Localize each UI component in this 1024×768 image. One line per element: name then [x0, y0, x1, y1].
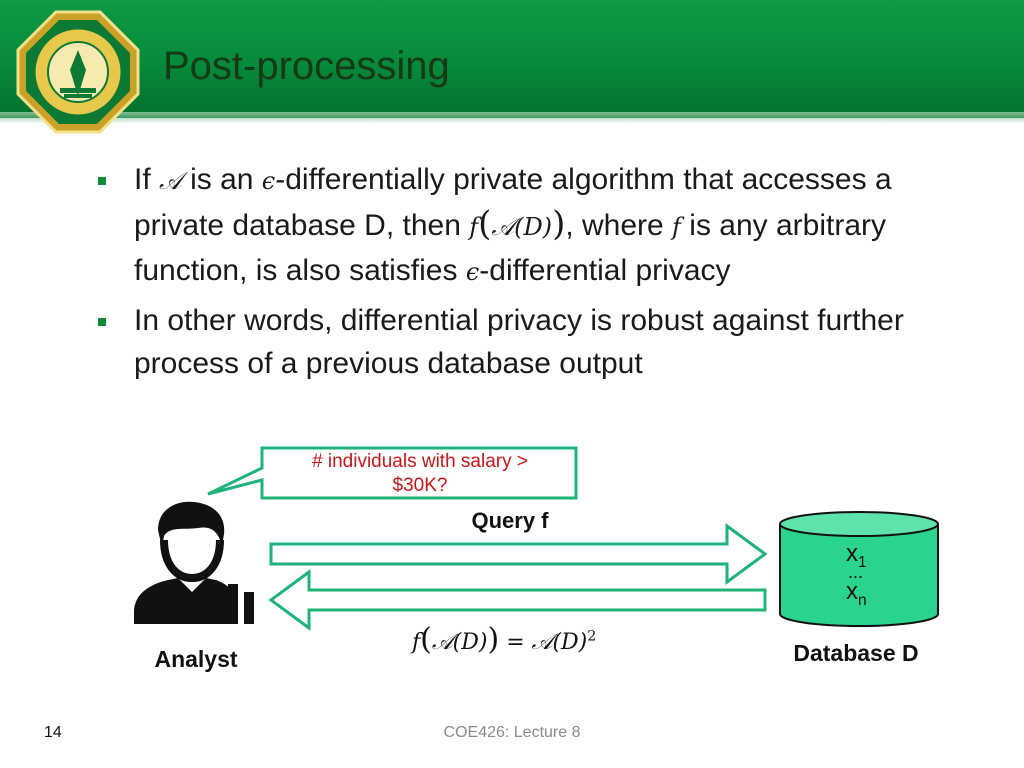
- record-index: n: [858, 591, 867, 609]
- math-algorithm-symbol: 𝒜: [159, 167, 182, 195]
- math-epsilon-symbol: ϵ: [465, 258, 480, 286]
- database-label: Database D: [793, 640, 919, 666]
- query-arrow-right: [269, 523, 768, 585]
- analyst-label: Analyst: [154, 646, 238, 672]
- header-bar: [0, 0, 1024, 118]
- formula-paren: ): [487, 622, 500, 657]
- bullet-text: , where: [565, 209, 673, 242]
- math-function-symbol: f: [469, 213, 479, 241]
- database-last-record: xn: [846, 578, 867, 610]
- callout-line: $30K?: [392, 475, 448, 496]
- database-first-record: x1: [846, 540, 867, 572]
- formula-inner: 𝒜(D): [431, 630, 488, 655]
- bullet-text: In other words, differential privacy is …: [134, 304, 904, 380]
- database-ellipsis: ...: [848, 562, 864, 582]
- formula-function: f: [412, 630, 421, 655]
- math-paren: (: [478, 204, 492, 244]
- record-var: x: [846, 578, 858, 605]
- bullet-text: -differential privacy: [479, 254, 731, 287]
- math-algorithm-on-database: 𝒜(D): [491, 213, 553, 241]
- bullet-text: If: [134, 163, 160, 196]
- course-footer: COE426: Lecture 8: [443, 724, 581, 741]
- formula-exponent: 2: [587, 628, 597, 645]
- bullet-text: -differentially private algorithm that a…: [134, 163, 892, 242]
- post-processing-formula: f(𝒜(D)) = 𝒜(D)2: [412, 622, 596, 657]
- formula-rhs: = 𝒜(D): [499, 630, 588, 655]
- record-var: x: [846, 540, 858, 567]
- analyst-person-chart-icon: [134, 501, 254, 624]
- query-callout-text: # individuals with salary > $30K?: [270, 450, 570, 498]
- bullet-list: If 𝒜 is an ϵ-differentially private algo…: [92, 158, 952, 385]
- header-shadow: [0, 112, 1024, 124]
- slide-title: Post-processing: [163, 44, 450, 88]
- flow-arrows: [268, 523, 768, 631]
- university-seal-icon: [16, 10, 140, 134]
- bullet-text: is any arbitrary function, is also satis…: [134, 209, 887, 287]
- formula-paren: (: [420, 622, 432, 657]
- math-epsilon-symbol: ϵ: [261, 167, 276, 195]
- math-function-symbol: f: [672, 213, 681, 241]
- bullet-text: is an: [181, 163, 262, 196]
- bullet-item-post-processing: If 𝒜 is an ϵ-differentially private algo…: [92, 158, 952, 294]
- record-index: 1: [858, 553, 867, 571]
- database-cylinder-icon: [779, 511, 939, 627]
- bullet-square-icon: [98, 318, 106, 326]
- query-label: Query f: [471, 508, 549, 533]
- bullet-square-icon: [98, 177, 106, 185]
- query-callout-bubble: [207, 446, 578, 500]
- math-paren: ): [552, 204, 566, 244]
- slide-number: 14: [44, 724, 62, 741]
- callout-line: # individuals with salary >: [312, 451, 528, 472]
- bullet-item-robustness: In other words, differential privacy is …: [92, 299, 952, 385]
- response-arrow-left: [268, 569, 767, 631]
